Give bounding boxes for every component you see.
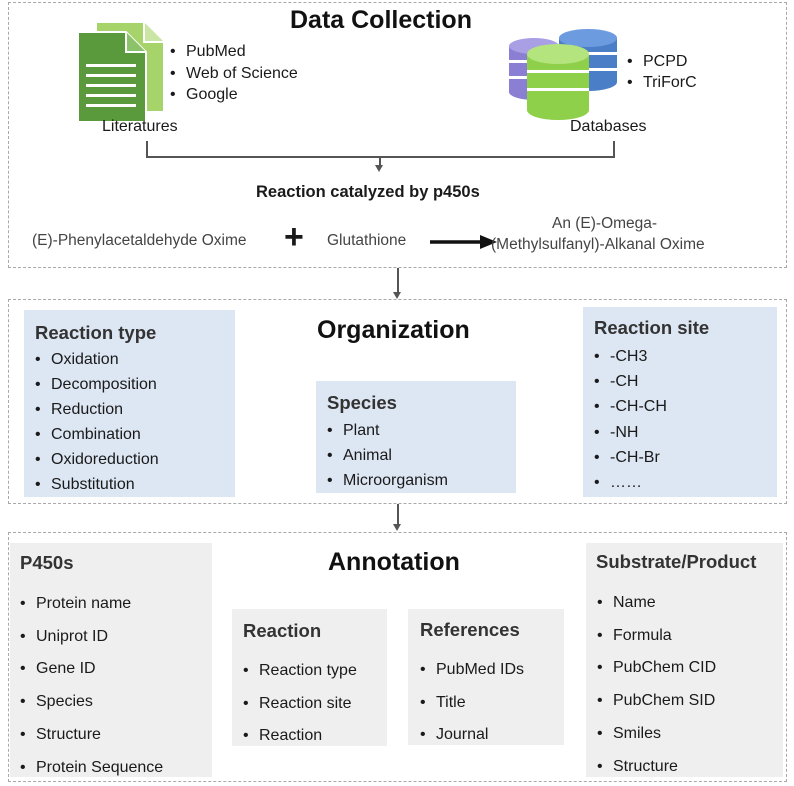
list-item: …… [592, 470, 667, 495]
list-item: Title [418, 687, 524, 720]
reaction-list: Reaction type Reaction site Reaction [241, 655, 357, 753]
arrow-head-icon [393, 524, 401, 531]
organization-title: Organization [317, 316, 470, 344]
data-collection-section [8, 2, 787, 268]
list-item: Reaction type [241, 655, 357, 688]
database-stack-icon [509, 29, 617, 120]
list-item: Reduction [33, 397, 159, 422]
list-item: Combination [33, 422, 159, 447]
reaction-site-heading: Reaction site [594, 317, 710, 338]
list-item: Structure [18, 719, 163, 752]
arrow-head-icon [375, 165, 383, 172]
list-item: Uniprot ID [18, 621, 163, 654]
connector-left-vertical [146, 141, 148, 157]
list-item: Decomposition [33, 372, 159, 397]
reaction-arrow-icon [430, 235, 497, 249]
list-item: Reaction site [241, 688, 357, 721]
literature-sources-list: PubMed Web of Science Google [168, 41, 298, 106]
organization-section [8, 299, 787, 504]
product-line-1: An (E)-Omega- [552, 215, 658, 232]
list-item: Animal [325, 443, 448, 468]
databases-label: Databases [570, 118, 647, 135]
substrate-product-list: Name Formula PubChem CID PubChem SID Smi… [595, 587, 716, 783]
reaction-heading: Reaction catalyzed by p450s [256, 183, 480, 201]
connector-down [379, 156, 381, 166]
list-item: Microorganism [325, 468, 448, 493]
data-collection-title: Data Collection [290, 6, 472, 34]
species-list: Plant Animal Microorganism [325, 418, 448, 493]
reaction-site-list: -CH3 -CH -CH-CH -NH -CH-Br …… [592, 344, 667, 495]
list-item: -CH-Br [592, 445, 667, 470]
list-item: -NH [592, 420, 667, 445]
substrate-product-heading: Substrate/Product [596, 551, 757, 572]
list-item: PubChem CID [595, 652, 716, 685]
product-line-2: (Methylsulfanyl)-Alkanal Oxime [491, 236, 705, 253]
arrow-head-icon [393, 292, 401, 299]
list-item: PubMed [168, 41, 298, 63]
references-list: PubMed IDs Title Journal [418, 654, 524, 752]
reaction-type-heading: Reaction type [35, 322, 157, 343]
annotation-title: Annotation [328, 548, 460, 576]
list-item: Name [595, 587, 716, 620]
list-item: -CH-CH [592, 394, 667, 419]
connector-horizontal [146, 156, 615, 158]
reactant-1: (E)-Phenylacetaldehyde Oxime [32, 232, 247, 249]
list-item: Journal [418, 719, 524, 752]
p450s-heading: P450s [20, 552, 74, 573]
list-item: Web of Science [168, 63, 298, 85]
literature-documents-icon [77, 21, 165, 122]
connector-right-vertical [613, 141, 615, 157]
list-item: Species [18, 686, 163, 719]
list-item: PubMed IDs [418, 654, 524, 687]
list-item: -CH3 [592, 344, 667, 369]
literatures-label: Literatures [102, 118, 178, 135]
annotation-section [8, 532, 787, 782]
list-item: Protein name [18, 588, 163, 621]
arrow-stem-1 [397, 268, 399, 293]
list-item: PubChem SID [595, 685, 716, 718]
list-item: Protein Sequence [18, 752, 163, 785]
species-heading: Species [327, 392, 397, 413]
list-item: PCPD [625, 51, 697, 72]
reactant-2: Glutathione [327, 232, 407, 249]
list-item: Substitution [33, 472, 159, 497]
list-item: Oxidoreduction [33, 447, 159, 472]
list-item: Formula [595, 620, 716, 653]
reaction-type-list: Oxidation Decomposition Reduction Combin… [33, 347, 159, 497]
list-item: Google [168, 84, 298, 106]
list-item: Structure [595, 751, 716, 784]
references-heading: References [420, 619, 520, 640]
database-sources-list: PCPD TriForC [625, 51, 697, 93]
list-item: TriForC [625, 72, 697, 93]
list-item: Gene ID [18, 653, 163, 686]
list-item: Plant [325, 418, 448, 443]
plus-sign: + [284, 218, 304, 256]
list-item: Oxidation [33, 347, 159, 372]
list-item: -CH [592, 369, 667, 394]
reaction-heading-annot: Reaction [243, 620, 322, 641]
list-item: Reaction [241, 720, 357, 753]
list-item: Smiles [595, 718, 716, 751]
p450s-list: Protein name Uniprot ID Gene ID Species … [18, 588, 163, 784]
arrow-stem-2 [397, 504, 399, 525]
